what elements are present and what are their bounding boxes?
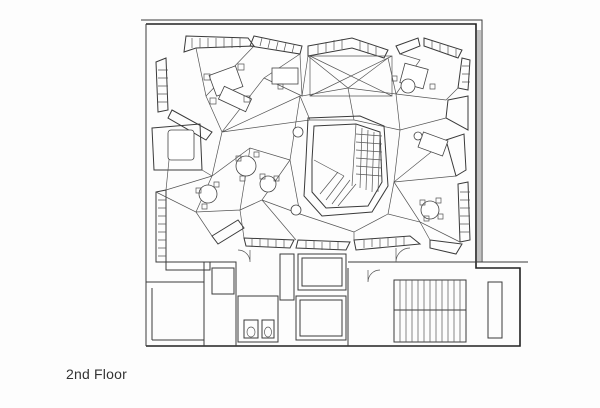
- shelf-unit: [183, 35, 255, 53]
- shelf-unit: [445, 95, 469, 131]
- shelf-unit: [445, 133, 467, 177]
- left-wall-line: [145, 24, 205, 346]
- shelf-unit: [167, 109, 213, 141]
- toilet-fixture: [264, 326, 272, 338]
- shelf-unit: [353, 235, 422, 251]
- triangulation-lines: [155, 45, 461, 243]
- desk: [417, 131, 449, 157]
- shelf-hatching: [158, 37, 470, 257]
- restroom: [237, 295, 279, 343]
- central-stair-core: [303, 55, 393, 217]
- stair-core-inner: [311, 123, 383, 209]
- reception-desk: [167, 129, 195, 161]
- faceted-geometry: [155, 45, 461, 243]
- stool: [292, 126, 304, 138]
- outer-walls: [141, 19, 528, 347]
- outer-wall-line: [146, 23, 521, 347]
- door-swing: [237, 249, 251, 263]
- void-cross: [309, 55, 393, 97]
- elevator-shaft: [297, 253, 347, 291]
- chairs: [195, 63, 444, 222]
- service-rooms: [203, 247, 520, 346]
- toilet-stall: [243, 319, 259, 339]
- shelf-unit: [295, 239, 351, 251]
- duct: [279, 253, 295, 301]
- stool: [290, 204, 302, 216]
- toilet-stall: [261, 319, 275, 339]
- door-swing: [367, 269, 381, 283]
- stair-core-outline: [303, 115, 389, 217]
- shelf-unit: [395, 37, 421, 55]
- shelf-unit: [155, 189, 167, 263]
- shelf-unit: [155, 57, 169, 113]
- round-table: [400, 78, 416, 94]
- elevator-car: [301, 257, 343, 287]
- round-table: [259, 175, 277, 193]
- service-room-inner: [299, 299, 343, 337]
- stair-treads: [313, 123, 383, 207]
- column-block: [487, 281, 503, 339]
- floor-label: 2nd Floor: [66, 366, 127, 382]
- round-table: [235, 155, 257, 177]
- door-swing: [395, 247, 411, 263]
- desk: [271, 67, 299, 85]
- furniture: [167, 62, 449, 222]
- round-table: [198, 184, 218, 204]
- service-room: [295, 295, 347, 341]
- shelf-unit: [211, 219, 245, 245]
- shelf-unit: [243, 237, 295, 249]
- stool: [413, 131, 423, 141]
- shelf-unit: [457, 57, 471, 91]
- room-box: [211, 267, 235, 295]
- shelf-unit: [457, 181, 471, 243]
- shelf-unit: [423, 37, 463, 59]
- round-table: [420, 200, 440, 220]
- shelf-unit: [165, 261, 211, 271]
- wall: [204, 261, 237, 346]
- shelf-unit: [429, 239, 463, 255]
- table: [217, 85, 253, 113]
- toilet-fixture: [246, 326, 256, 338]
- stair-steps: [399, 280, 461, 342]
- shelf-unit: [249, 35, 303, 55]
